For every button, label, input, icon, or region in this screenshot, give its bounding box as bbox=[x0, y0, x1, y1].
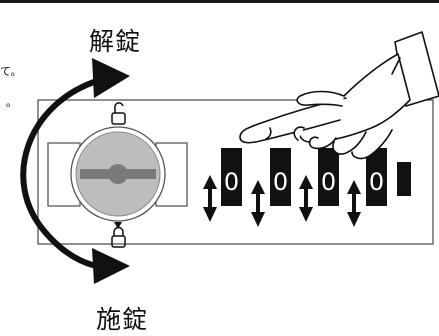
up-down-arrow-4 bbox=[347, 180, 361, 227]
dial-digit-4: 0 bbox=[369, 168, 384, 196]
rotate-arrow-icon bbox=[20, 58, 130, 284]
up-down-arrow-1 bbox=[203, 175, 217, 222]
top-rule bbox=[0, 0, 439, 3]
dial-digit-2: 0 bbox=[273, 168, 288, 196]
unlock-padlock-icon bbox=[111, 102, 126, 125]
dial-digit-3: 0 bbox=[321, 168, 336, 196]
combination-dials: 0 0 0 0 bbox=[221, 148, 411, 206]
dial-tab bbox=[397, 162, 411, 196]
dial-window-1 bbox=[221, 148, 242, 206]
up-down-arrow-2 bbox=[251, 180, 265, 227]
cut-text-fragment-1: て。 bbox=[0, 65, 22, 78]
rotary-knob bbox=[75, 131, 161, 217]
dial-window-2 bbox=[270, 148, 291, 206]
up-down-arrow-3 bbox=[299, 175, 313, 222]
dial-window-3 bbox=[318, 148, 339, 206]
up-down-arrow-icon bbox=[203, 175, 361, 227]
lock-padlock-icon bbox=[111, 226, 126, 248]
pointing-hand-icon bbox=[239, 31, 439, 160]
dial-digit-1: 0 bbox=[224, 168, 239, 196]
dial-window-4 bbox=[366, 148, 387, 206]
unlock-label: 解錠 bbox=[89, 27, 142, 56]
knob-indicator bbox=[114, 222, 122, 229]
cut-text-fragment-2: 。 bbox=[6, 96, 17, 109]
lock-label: 施錠 bbox=[96, 305, 149, 334]
